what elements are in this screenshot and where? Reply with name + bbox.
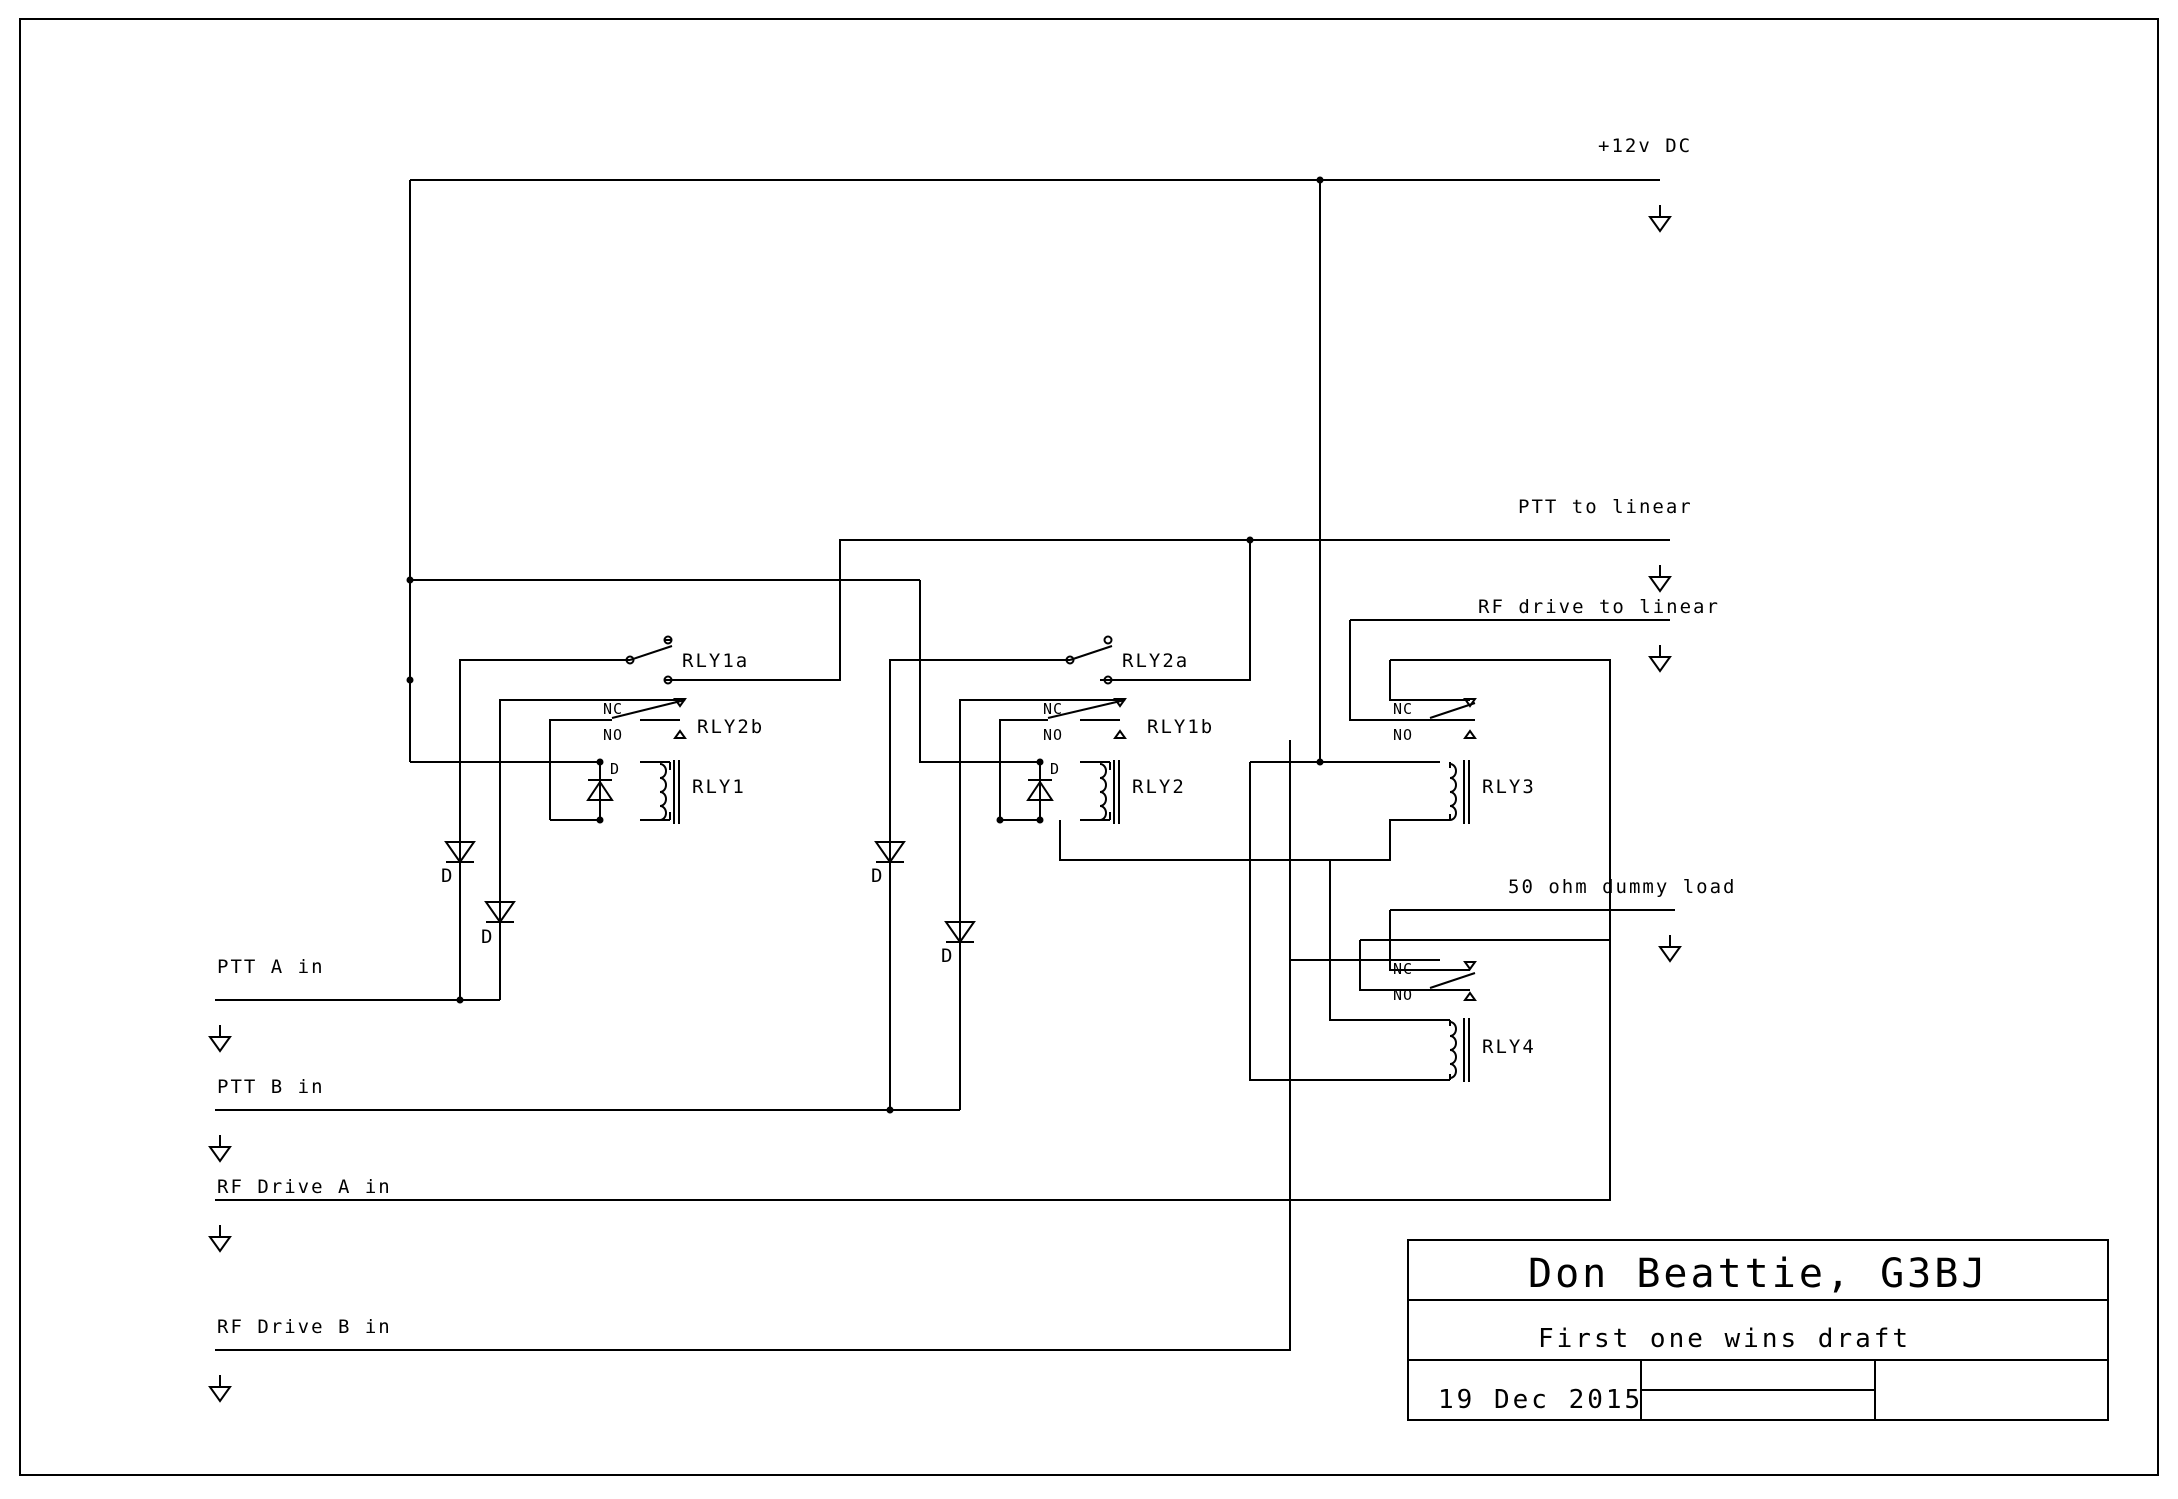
title-block-date: 19 Dec 2015	[1438, 1385, 1643, 1415]
label-diode: D	[441, 865, 454, 887]
diodes	[445, 779, 1053, 943]
label-rly2: RLY2	[1132, 776, 1186, 798]
title-block-title: First one wins draft	[1538, 1324, 1911, 1354]
label-rf-b: RF Drive B in	[217, 1316, 392, 1338]
label-rly1: RLY1	[692, 776, 746, 798]
ground-symbols	[209, 204, 1681, 1402]
label-rly2b: RLY2b	[697, 716, 764, 738]
label-diode: D	[871, 865, 884, 887]
label-rly1a: RLY1a	[682, 650, 749, 672]
label-ptt-out: PTT to linear	[1518, 496, 1693, 518]
label-diode: D	[1050, 760, 1060, 778]
label-rly2a: RLY2a	[1122, 650, 1189, 672]
label-nc: NC	[1393, 960, 1413, 978]
label-no: NO	[603, 726, 623, 744]
wiring	[215, 179, 1675, 1351]
label-nc: NC	[603, 700, 623, 718]
label-ptt-b: PTT B in	[217, 1076, 325, 1098]
title-block: Don Beattie, G3BJ First one wins draft 1…	[1407, 1239, 2109, 1421]
label-dummy-load: 50 ohm dummy load	[1508, 876, 1736, 898]
title-block-author: Don Beattie, G3BJ	[1528, 1251, 1988, 1297]
relay-coils	[659, 759, 1470, 1083]
label-rf-out: RF drive to linear	[1478, 596, 1720, 618]
label-diode: D	[941, 945, 954, 967]
label-diode: D	[481, 926, 494, 948]
label-rly1b: RLY1b	[1147, 716, 1214, 738]
contact-markers	[673, 698, 1477, 1001]
switch-contacts	[625, 635, 1113, 685]
label-rly3: RLY3	[1482, 776, 1536, 798]
label-no: NO	[1393, 986, 1413, 1004]
label-no: NO	[1043, 726, 1063, 744]
label-no: NO	[1393, 726, 1413, 744]
label-ptt-a: PTT A in	[217, 956, 325, 978]
label-supply: +12v DC	[1598, 135, 1692, 157]
label-nc: NC	[1393, 700, 1413, 718]
label-rly4: RLY4	[1482, 1036, 1536, 1058]
junction-dots	[406, 176, 1324, 1114]
label-diode: D	[610, 760, 620, 778]
sheet-border	[19, 18, 2159, 1476]
label-rf-a: RF Drive A in	[217, 1176, 392, 1198]
label-nc: NC	[1043, 700, 1063, 718]
